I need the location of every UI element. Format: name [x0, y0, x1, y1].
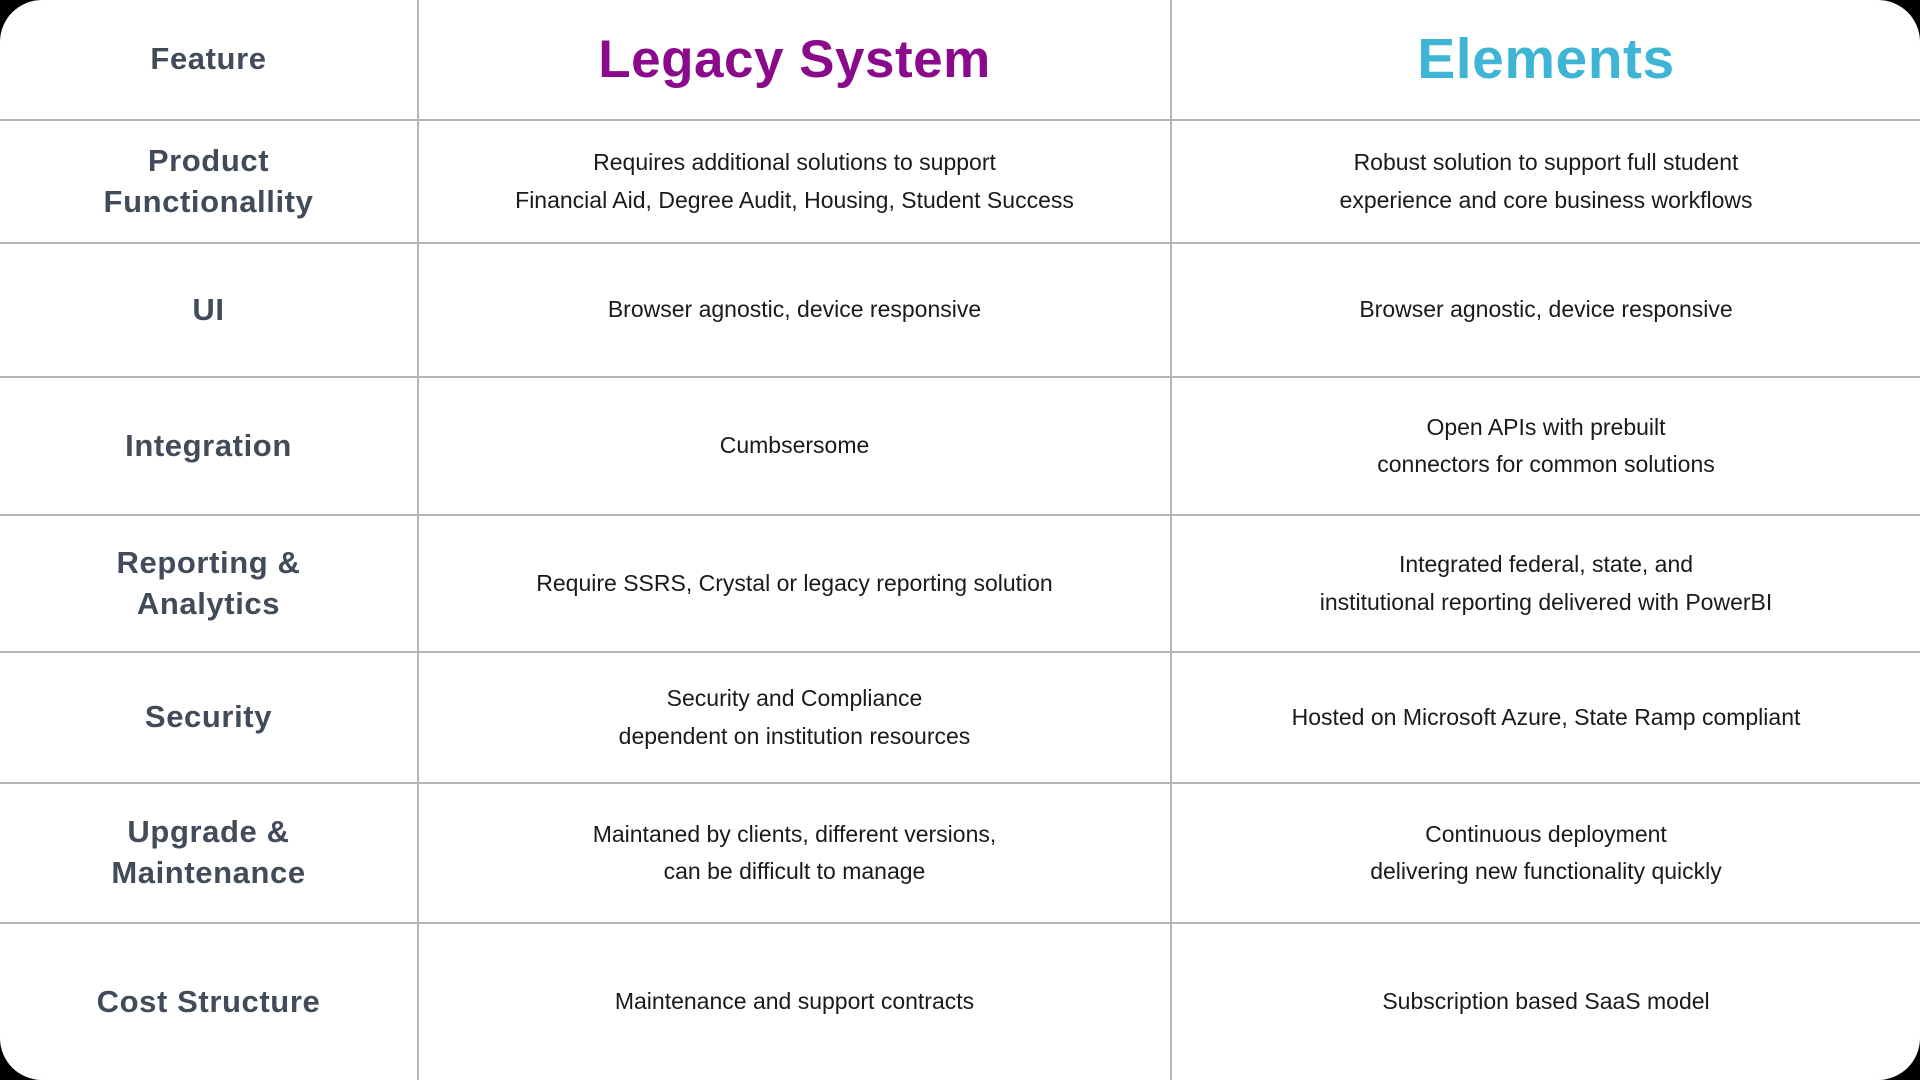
row-elements-cell: Continuous deployment delivering new fun…	[1172, 784, 1920, 922]
table-row: Product Functionallity Requires addition…	[0, 121, 1920, 244]
table-row: Security Security and Compliance depende…	[0, 653, 1920, 784]
row-legacy-cell: Security and Compliance dependent on ins…	[419, 653, 1172, 782]
feature-line: Functionallity	[103, 183, 314, 219]
text-line: Security and Compliance	[666, 685, 923, 712]
text-line: Subscription based SaaS model	[1382, 988, 1710, 1015]
row-feature-cell: Integration	[0, 378, 419, 514]
feature-line: Maintenance	[111, 855, 306, 890]
text-line: Maintenance and support contracts	[614, 988, 975, 1015]
column-header-feature: Feature	[0, 0, 419, 119]
row-elements-cell: Browser agnostic, device responsive	[1172, 244, 1920, 376]
row-legacy-text: Requires additional solutions to support…	[515, 144, 1074, 219]
column-header-legacy-system-label: Legacy System	[598, 29, 991, 89]
text-line: can be difficult to manage	[663, 858, 926, 884]
column-header-legacy-system: Legacy System	[419, 0, 1172, 119]
row-legacy-cell: Requires additional solutions to support…	[419, 121, 1172, 242]
text-line: delivering new functionality quickly	[1370, 858, 1722, 884]
row-elements-cell: Integrated federal, state, and instituti…	[1172, 516, 1920, 651]
row-feature-cell: UI	[0, 244, 419, 376]
text-line: institutional reporting delivered with P…	[1319, 588, 1773, 615]
table-row: UI Browser agnostic, device responsive B…	[0, 244, 1920, 378]
feature-line: Reporting &	[116, 544, 301, 580]
row-elements-text: Subscription based SaaS model	[1382, 983, 1709, 1020]
text-line: Continuous deployment	[1425, 820, 1667, 847]
row-elements-text: Robust solution to support full student …	[1340, 144, 1753, 219]
row-legacy-text: Browser agnostic, device responsive	[608, 291, 981, 328]
row-feature-cell: Reporting & Analytics	[0, 516, 419, 651]
row-legacy-cell: Maintaned by clients, different versions…	[419, 784, 1172, 922]
row-elements-cell: Robust solution to support full student …	[1172, 121, 1920, 242]
table-row: Cost Structure Maintenance and support c…	[0, 924, 1920, 1080]
row-legacy-text: Maintenance and support contracts	[615, 983, 974, 1020]
row-feature-cell: Product Functionallity	[0, 121, 419, 242]
text-line: Maintaned by clients, different versions…	[592, 820, 997, 847]
row-feature-label: UI	[192, 290, 224, 331]
row-legacy-text: Require SSRS, Crystal or legacy reportin…	[536, 565, 1052, 602]
row-elements-cell: Subscription based SaaS model	[1172, 924, 1920, 1080]
row-elements-cell: Open APIs with prebuilt connectors for c…	[1172, 378, 1920, 514]
row-elements-cell: Hosted on Microsoft Azure, State Ramp co…	[1172, 653, 1920, 782]
row-feature-label: Integration	[125, 426, 292, 467]
row-legacy-cell: Require SSRS, Crystal or legacy reportin…	[419, 516, 1172, 651]
row-elements-text: Browser agnostic, device responsive	[1359, 291, 1732, 328]
row-elements-text: Continuous deployment delivering new fun…	[1370, 816, 1722, 891]
text-line: Hosted on Microsoft Azure, State Ramp co…	[1291, 703, 1801, 730]
row-feature-label: Reporting & Analytics	[117, 543, 301, 625]
text-line: dependent on institution resources	[618, 722, 971, 749]
text-line: Requires additional solutions to support	[593, 149, 996, 176]
text-line: Browser agnostic, device responsive	[1359, 296, 1733, 323]
table-row: Reporting & Analytics Require SSRS, Crys…	[0, 516, 1920, 653]
text-line: Browser agnostic, device responsive	[607, 296, 982, 323]
row-feature-label: Product Functionallity	[104, 141, 314, 223]
row-feature-label: Security	[145, 697, 272, 738]
row-elements-text: Hosted on Microsoft Azure, State Ramp co…	[1292, 699, 1801, 736]
row-feature-cell: Upgrade & Maintenance	[0, 784, 419, 922]
table-row: Integration Cumbsersome Open APIs with p…	[0, 378, 1920, 516]
row-feature-cell: Cost Structure	[0, 924, 419, 1080]
row-legacy-text: Maintaned by clients, different versions…	[593, 816, 997, 891]
text-line: connectors for common solutions	[1377, 451, 1715, 477]
feature-line: UI	[192, 291, 225, 327]
text-line: Cumbsersome	[719, 432, 870, 459]
row-legacy-text: Cumbsersome	[720, 427, 870, 464]
text-line: Integrated federal, state, and	[1398, 551, 1694, 578]
feature-line: Analytics	[136, 585, 281, 621]
row-legacy-cell: Maintenance and support contracts	[419, 924, 1172, 1080]
feature-line: Integration	[125, 427, 292, 463]
row-feature-label: Cost Structure	[97, 982, 321, 1023]
row-legacy-text: Security and Compliance dependent on ins…	[619, 680, 971, 755]
table-header-row: Feature Legacy System Elements	[0, 0, 1920, 121]
row-elements-text: Open APIs with prebuilt connectors for c…	[1377, 409, 1715, 484]
feature-line: Upgrade &	[127, 814, 290, 850]
text-line: Require SSRS, Crystal or legacy reportin…	[536, 569, 1053, 596]
row-elements-text: Integrated federal, state, and instituti…	[1320, 546, 1773, 621]
feature-line: Cost Structure	[96, 983, 321, 1019]
row-feature-cell: Security	[0, 653, 419, 782]
column-header-feature-label: Feature	[150, 41, 267, 77]
column-header-elements-label: Elements	[1417, 26, 1675, 91]
row-feature-label: Upgrade & Maintenance	[111, 812, 305, 894]
text-line: Financial Aid, Degree Audit, Housing, St…	[515, 186, 1074, 213]
row-legacy-cell: Cumbsersome	[419, 378, 1172, 514]
table-row: Upgrade & Maintenance Maintaned by clien…	[0, 784, 1920, 924]
text-line: experience and core business workflows	[1339, 186, 1753, 213]
feature-line: Security	[144, 699, 273, 735]
column-header-elements: Elements	[1172, 0, 1920, 119]
text-line: Robust solution to support full student	[1353, 149, 1739, 176]
row-legacy-cell: Browser agnostic, device responsive	[419, 244, 1172, 376]
feature-line: Product	[147, 142, 270, 178]
text-line: Open APIs with prebuilt	[1426, 413, 1666, 440]
